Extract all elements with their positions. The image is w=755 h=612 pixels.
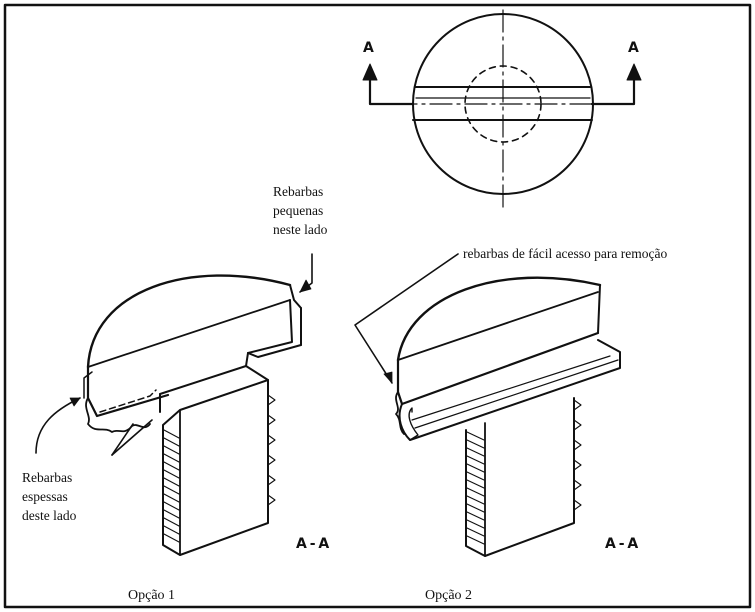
- caption-option1: Opção 1: [128, 588, 176, 603]
- caption-option2: Opção 2: [425, 588, 473, 603]
- section-mark-right: A: [628, 40, 639, 56]
- label-thick-burrs: Rebarbas espessas deste lado: [22, 470, 77, 523]
- section-arrow-left: [362, 63, 378, 81]
- leader-easy-burrs: [354, 253, 459, 384]
- section-label-option2: A - A: [605, 536, 638, 552]
- option1-screw: [83, 274, 302, 556]
- section-mark-left: A: [363, 40, 374, 56]
- drawing-frame: [3, 3, 752, 609]
- label-easy-burrs: rebarbas de fácil acesso para remoção: [463, 246, 668, 261]
- section-arrow-right: [626, 63, 642, 81]
- top-view: [362, 9, 642, 211]
- leader-thick-burrs: [35, 397, 81, 454]
- label-small-burrs: Rebarbas pequenas neste lado: [273, 184, 328, 237]
- section-line-a-a: [368, 70, 636, 106]
- section-label-option1: A - A: [296, 536, 329, 552]
- option2-screw: [395, 276, 621, 557]
